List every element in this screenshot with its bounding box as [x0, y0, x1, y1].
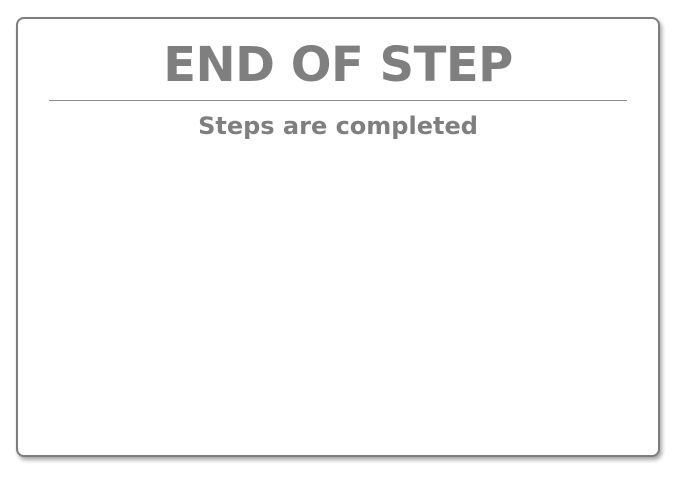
end-of-step-panel: END OF STEP Steps are completed: [16, 17, 660, 457]
panel-title: END OF STEP: [18, 37, 658, 93]
completion-message: Steps are completed: [18, 110, 658, 142]
title-divider: [49, 100, 627, 101]
